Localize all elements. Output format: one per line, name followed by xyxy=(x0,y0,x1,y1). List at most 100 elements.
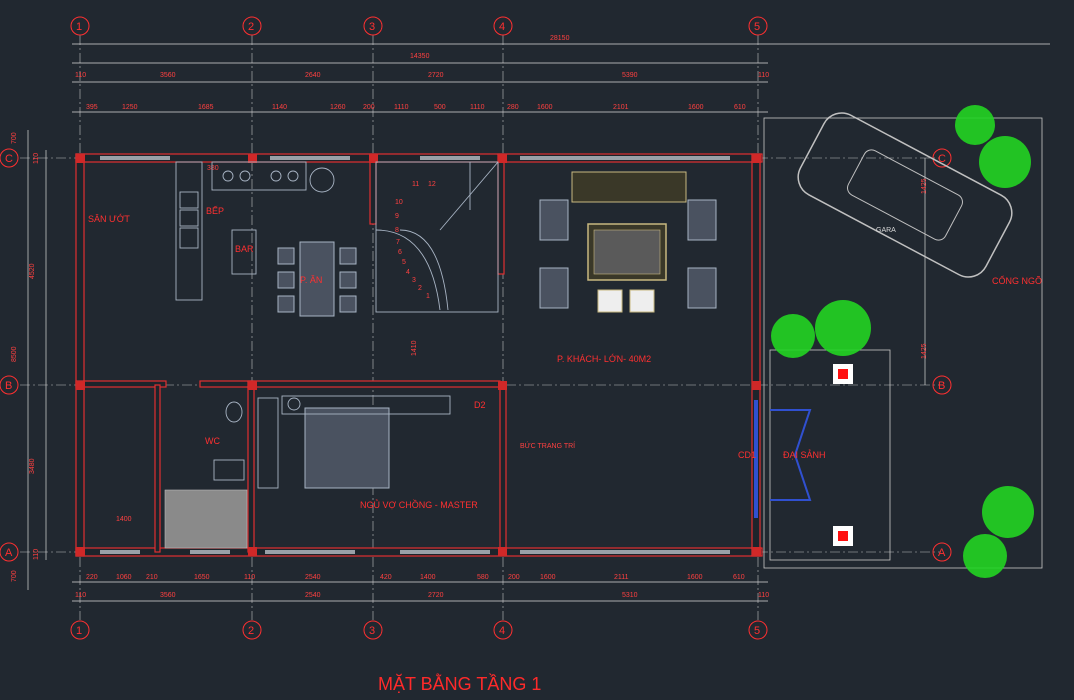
room-wc: WC xyxy=(205,436,220,446)
axis-5-top: 5 xyxy=(754,21,760,33)
dim-b1-2: 210 xyxy=(146,574,158,581)
dim-b1-9: 200 xyxy=(508,574,520,581)
axis-2-bottom: 2 xyxy=(248,625,254,637)
wc-fixtures xyxy=(164,401,248,549)
dim-b1-12: 1600 xyxy=(687,574,703,581)
dimension-texts: 14350 28150 110 3560 2640 2720 5390 110 … xyxy=(11,35,928,599)
stair-11: 11 xyxy=(412,181,419,188)
label-buc-trang-tri: BỨC TRANG TRÍ xyxy=(520,441,575,450)
dim-b1-11: 2111 xyxy=(614,574,629,581)
axis-a-left: A xyxy=(5,547,13,559)
dim-t2-5: 110 xyxy=(758,72,769,79)
axis-2-top: 2 xyxy=(248,21,254,33)
dim-l-5: 700 xyxy=(11,570,18,582)
dim-l-6: 8500 xyxy=(11,346,18,362)
dim-overall: 14350 xyxy=(410,53,430,60)
dim-misc-1: 1400 xyxy=(116,516,132,523)
stair-7: 7 xyxy=(396,239,400,246)
dim-t2-3: 2720 xyxy=(428,72,444,79)
axis-bubbles xyxy=(0,16,952,640)
dim-b1-8: 580 xyxy=(477,574,489,581)
axis-labels: 1 2 3 4 5 1 2 3 4 5 C B A C B A xyxy=(5,21,946,637)
plants xyxy=(771,105,1034,578)
room-cong-ngo: CỔNG NGÕ xyxy=(992,275,1042,286)
dim-misc-2: 1410 xyxy=(411,340,418,356)
dim-misc-0: 380 xyxy=(207,165,219,172)
dim-t2-4: 5390 xyxy=(622,72,638,79)
staircase xyxy=(375,161,499,313)
dim-b1-6: 420 xyxy=(380,574,392,581)
dim-b2-5: 110 xyxy=(758,592,769,599)
stair-8: 8 xyxy=(395,227,399,234)
dim-b2-3: 2720 xyxy=(428,592,444,599)
axis-1-top: 1 xyxy=(76,21,82,33)
stair-3: 3 xyxy=(412,277,416,284)
axis-c-right: C xyxy=(938,153,946,165)
room-dai-sanh: ĐẠI SẢNH xyxy=(783,449,826,460)
dim-t3-1: 1250 xyxy=(122,104,138,111)
label-d2: D2 xyxy=(474,400,486,410)
axis-5-bottom: 5 xyxy=(754,625,760,637)
dining-table xyxy=(277,241,357,317)
dim-b1-1: 1060 xyxy=(116,574,132,581)
dim-t3-2: 1685 xyxy=(198,104,214,111)
room-p-an: P. ĂN xyxy=(300,275,322,285)
room-san-uot: SÂN ƯỚT xyxy=(88,214,130,224)
dim-b1-13: 610 xyxy=(733,574,745,581)
room-gara: GARA xyxy=(876,227,896,234)
stair-9: 9 xyxy=(395,213,399,220)
dimension-lines xyxy=(27,43,1050,602)
kitchen xyxy=(175,161,335,301)
dim-b1-3: 1650 xyxy=(194,574,210,581)
dim-t3-8: 1110 xyxy=(470,104,485,111)
stair-5: 5 xyxy=(402,259,406,266)
axis-3-top: 3 xyxy=(369,21,375,33)
dim-overall2: 28150 xyxy=(550,35,570,42)
dim-t3-3: 1140 xyxy=(272,104,287,111)
label-cd1: CD1 xyxy=(738,450,756,460)
stair-1: 1 xyxy=(426,293,430,300)
porch xyxy=(763,117,1043,569)
dim-l-3: 3480 xyxy=(29,458,36,474)
bedroom-furniture xyxy=(257,395,451,489)
dim-r-0: 1425 xyxy=(921,178,928,194)
stair-2: 2 xyxy=(418,285,422,292)
room-bar: BAR xyxy=(235,244,254,254)
dim-t2-0: 110 xyxy=(75,72,86,79)
room-master: NGỦ VỢ CHỒNG - MASTER xyxy=(360,499,478,510)
room-labels: SÂN ƯỚT BẾP BAR P. ĂN WC NGỦ VỢ CHỒNG - … xyxy=(88,206,1042,510)
dim-l-4: 110 xyxy=(33,549,40,560)
dim-t3-12: 1600 xyxy=(688,104,704,111)
axis-4-bottom: 4 xyxy=(499,625,505,637)
room-bep: BẾP xyxy=(206,206,224,216)
dim-t3-4: 1260 xyxy=(330,104,346,111)
stair-10: 10 xyxy=(395,199,403,206)
dim-b1-7: 1400 xyxy=(420,574,436,581)
drawing-title: MẶT BẰNG TẦNG 1 xyxy=(378,673,541,694)
room-khach: P. KHÁCH- LỚN- 40M2 xyxy=(557,354,651,364)
dim-t3-9: 280 xyxy=(507,104,519,111)
dim-t3-10: 1600 xyxy=(537,104,553,111)
living-room-furniture xyxy=(539,171,717,313)
axis-3-bottom: 3 xyxy=(369,625,375,637)
dim-b2-4: 5310 xyxy=(622,592,638,599)
dim-t2-1: 3560 xyxy=(160,72,176,79)
dim-t3-0: 395 xyxy=(86,104,98,111)
dim-l-1: 110 xyxy=(33,153,40,164)
stair-4: 4 xyxy=(406,269,410,276)
dim-t3-11: 2101 xyxy=(613,104,629,111)
car xyxy=(797,112,1013,278)
axis-a-right: A xyxy=(938,547,946,559)
stair-6: 6 xyxy=(398,249,402,256)
dim-l-2: 4520 xyxy=(29,263,36,279)
axis-4-top: 4 xyxy=(499,21,505,33)
axis-b-right: B xyxy=(938,380,945,392)
dim-t3-5: 200 xyxy=(363,104,375,111)
dim-b1-5: 2540 xyxy=(305,574,321,581)
axis-b-left: B xyxy=(5,380,12,392)
dim-t3-6: 1110 xyxy=(394,104,409,111)
dim-b2-2: 2540 xyxy=(305,592,321,599)
stair-numbers: 1 2 3 4 5 6 7 8 9 10 11 12 xyxy=(395,181,436,300)
dim-t3-7: 500 xyxy=(434,104,446,111)
